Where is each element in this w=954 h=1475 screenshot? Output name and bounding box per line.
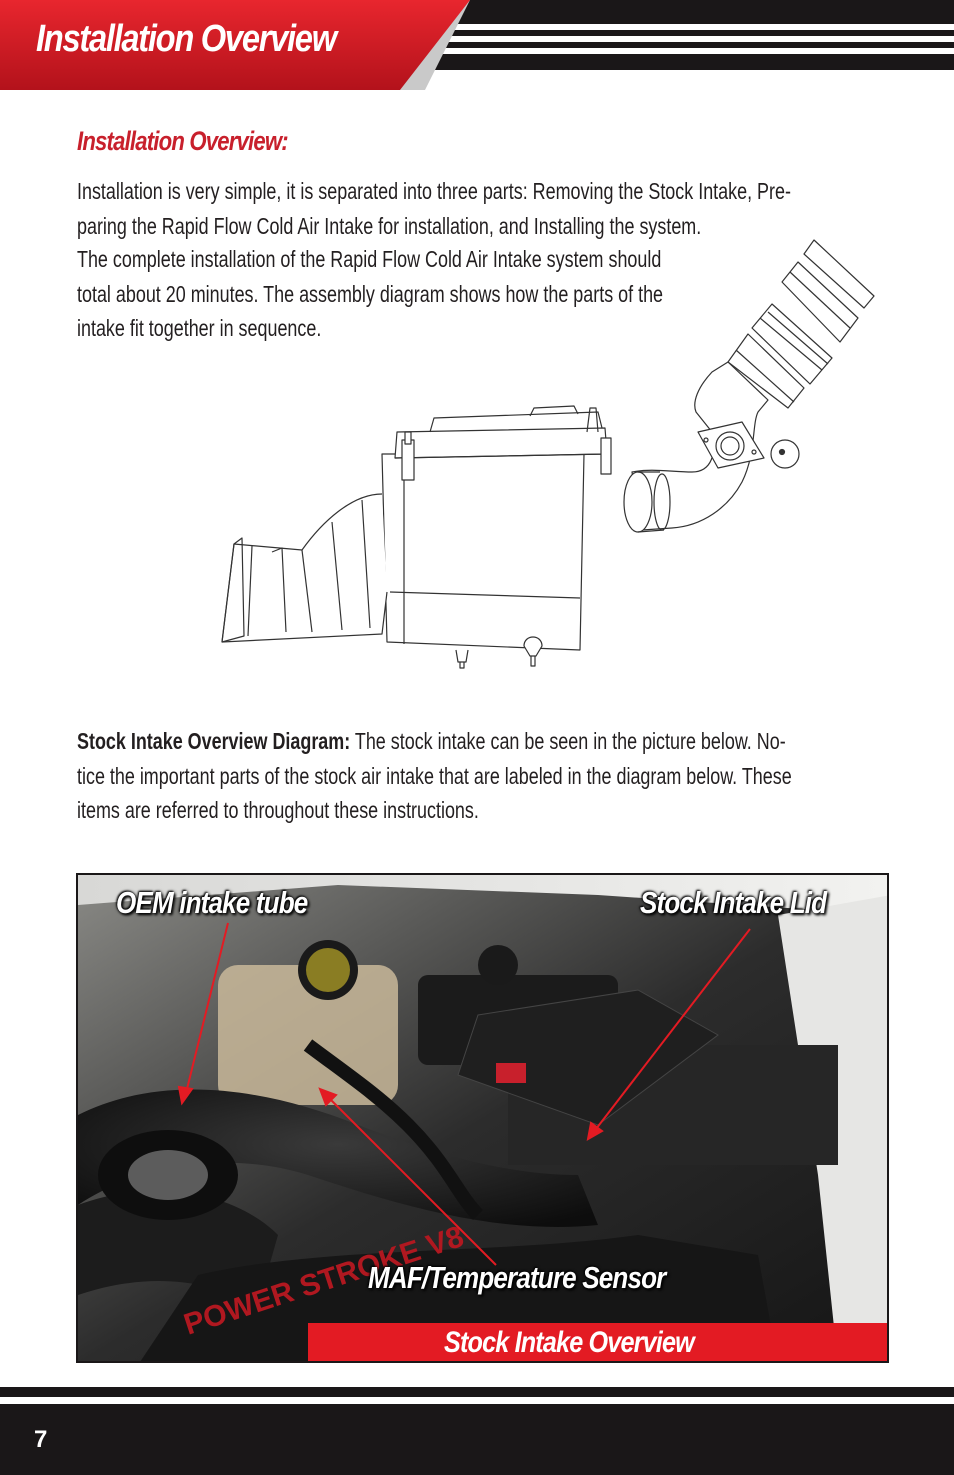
- text-line: The complete installation of the Rapid F…: [77, 246, 662, 272]
- photo-caption-bar: Stock Intake Overview: [308, 1323, 887, 1361]
- airbox-drawing: [221, 405, 612, 669]
- overview-paragraph-2: The complete installation of the Rapid F…: [77, 242, 880, 346]
- paragraph-lead: Stock Intake Overview Diagram:: [77, 728, 351, 754]
- callout-stock-intake-lid: Stock Intake Lid: [640, 885, 827, 920]
- header-red-banner: [0, 0, 470, 90]
- text-line: paring the Rapid Flow Cold Air Intake fo…: [77, 212, 702, 239]
- text-line: total about 20 minutes. The assembly dia…: [77, 280, 664, 307]
- assembly-diagram: [221, 239, 875, 669]
- page-number: 7: [34, 1426, 48, 1453]
- callout-maf-sensor: MAF/Temperature Sensor: [368, 1260, 666, 1295]
- page-footer: 7: [0, 1404, 954, 1475]
- photo-caption: Stock Intake Overview: [444, 1326, 695, 1359]
- engine-bay-photo: POWER STROKE V8 OEM intake tube Stock In…: [76, 873, 889, 1363]
- page-title: Installation Overview: [36, 18, 337, 60]
- text-line: intake ﬁt together in sequence.: [77, 315, 322, 341]
- text-line: Stock Intake Overview Diagram: The stock…: [77, 724, 880, 759]
- stock-intake-paragraph: Stock Intake Overview Diagram: The stock…: [77, 724, 880, 828]
- tube-drawing: [623, 239, 875, 533]
- paragraph-text: The stock intake can be seen in the pict…: [350, 728, 786, 754]
- callout-oem-intake-tube: OEM intake tube: [116, 885, 308, 920]
- overview-paragraph-1: Installation is very simple, it is separ…: [77, 174, 880, 243]
- section-heading: Installation Overview:: [77, 126, 289, 156]
- header-stripes: [380, 0, 954, 70]
- text-line: tice the important parts of the stock ai…: [77, 762, 792, 789]
- text-line: items are referred to throughout these i…: [77, 797, 479, 823]
- engine-bay-illustration: POWER STROKE V8: [78, 875, 887, 1361]
- text-line: Installation is very simple, it is separ…: [77, 178, 791, 204]
- footer-rule: [0, 1387, 954, 1397]
- page-header: Installation Overview: [0, 0, 954, 100]
